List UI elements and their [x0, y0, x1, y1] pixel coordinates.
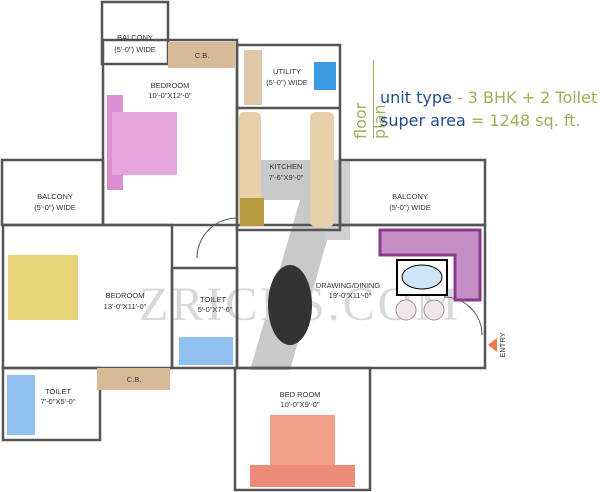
balcony-left-size: (5'-0") WIDE — [34, 203, 76, 212]
super-area-label: super area — [380, 111, 466, 130]
drawing-name: DRAWING/DINING — [316, 281, 380, 290]
balcony-right-size: (5'-0") WIDE — [389, 203, 431, 212]
balcony-top-name: BALCONY — [117, 33, 153, 42]
balcony-top-size: (5'-0") WIDE — [114, 45, 156, 54]
bedroom-3-name: BED ROOM — [280, 390, 321, 399]
kitchen-size: 7'-6"X9'-0" — [269, 173, 304, 182]
bedroom-2-name: BEDROOM — [106, 291, 145, 300]
toilet-mid-size: 5'-0"X7'-6" — [198, 305, 233, 314]
bedroom-2-size: 13'-0"X11'-0" — [104, 302, 147, 311]
bed-1 — [112, 112, 177, 175]
bedroom-1-size: 10'-0"X12'-0" — [148, 91, 192, 100]
utility-size: (5'-0") WIDE — [266, 78, 308, 87]
balcony-right-name: BALCONY — [392, 192, 428, 201]
balcony-left-name: BALCONY — [37, 192, 73, 201]
entry-arrow-icon — [488, 338, 497, 352]
walls — [0, 0, 487, 492]
dining-table — [268, 265, 312, 345]
sink-icon — [314, 62, 336, 90]
toilet-left-wall — [1, 366, 102, 442]
header-divider — [373, 60, 374, 138]
entry-label: ENTRY — [498, 332, 507, 357]
bedroom-3-size: 10'-0"X9'-0" — [280, 400, 319, 409]
unit-type-label: unit type — [380, 88, 452, 107]
cb-bottom — [97, 368, 170, 390]
toilet-left-size: 7'-0"X5'-0" — [41, 397, 76, 406]
super-area-line: super area = 1248 sq. ft. — [380, 111, 581, 130]
toilet-mid-name: TOILET — [200, 295, 227, 304]
toilet-left-name: TOILET — [45, 387, 72, 396]
cb-top-label: C.B. — [195, 51, 210, 60]
cb-bottom-label: C.B. — [127, 375, 142, 384]
kitchen-name: KITCHEN — [270, 162, 303, 171]
unit-type-value: - 3 BHK + 2 Toilet — [456, 88, 598, 107]
bedroom-1-name: BEDROOM — [151, 81, 190, 90]
furniture — [7, 42, 497, 487]
utility-name: UTILITY — [273, 67, 301, 76]
sofa — [378, 228, 482, 302]
unit-type-line: unit type - 3 BHK + 2 Toilet — [380, 88, 597, 107]
cb-top — [168, 42, 235, 68]
balcony-top-wall — [100, 0, 170, 66]
room-labels: BALCONY (5'-0") WIDE C.B. BEDROOM 10'-0"… — [34, 33, 507, 409]
bedroom-3-wall — [233, 366, 372, 492]
super-area-value: = 1248 sq. ft. — [470, 111, 581, 130]
kitchen-utility-wall — [235, 43, 342, 232]
bathtub-left — [7, 375, 35, 435]
bed-2 — [8, 255, 78, 320]
bathtub-mid — [179, 337, 233, 365]
drawing-size: 19'-0"X11'-0" — [329, 291, 372, 300]
